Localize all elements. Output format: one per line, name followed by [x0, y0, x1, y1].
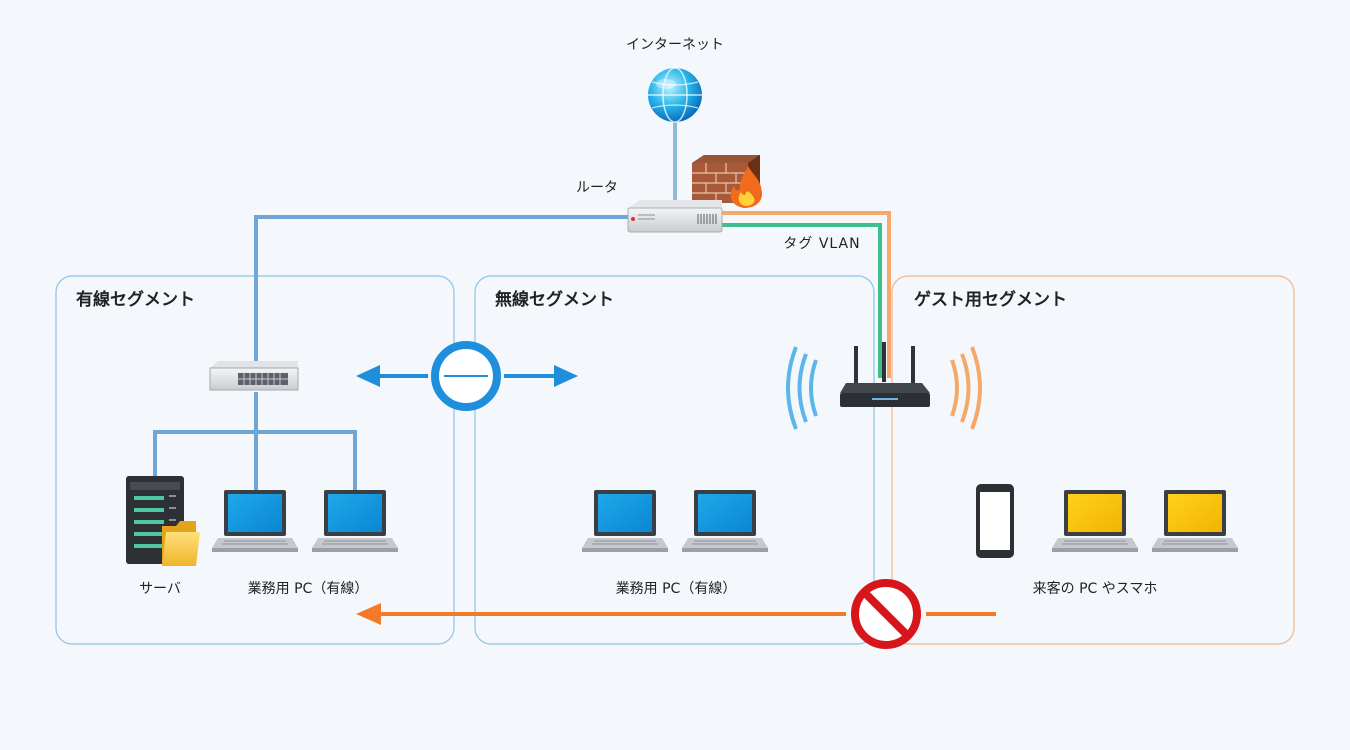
laptop-icon	[582, 490, 668, 552]
switch-tree-link	[153, 392, 357, 490]
tag-vlan-label: タグ VLAN	[783, 236, 860, 252]
wireless-ap-icon	[786, 342, 982, 430]
router-switch-link	[254, 215, 628, 362]
server-label: サーバ	[139, 581, 181, 597]
globe-icon	[648, 67, 702, 123]
blocked-arrow	[356, 603, 996, 625]
laptop-icon	[1152, 490, 1238, 552]
wired-segment-title: 有線セグメント	[76, 289, 195, 310]
smartphone-icon	[976, 484, 1014, 558]
laptop-icon	[1052, 490, 1138, 552]
wireless-segment-title: 無線セグメント	[495, 289, 614, 310]
laptop-icon	[312, 490, 398, 552]
laptop-icon	[212, 490, 298, 552]
prohibited-icon	[851, 579, 921, 649]
guest-segment-box	[891, 275, 1295, 645]
router-label: ルータ	[576, 180, 618, 196]
wired-pc-label: 業務用 PC（有線）	[248, 581, 369, 597]
internet-label: インターネット	[626, 37, 724, 53]
tag-vlan-link	[722, 223, 882, 378]
switch-icon	[209, 361, 299, 391]
router-icon	[627, 200, 723, 233]
wireless-pc-label: 業務用 PC（有線）	[616, 581, 737, 597]
firewall-icon	[692, 155, 762, 208]
guest-devices-label: 来客の PC やスマホ	[1033, 580, 1158, 597]
wireless-segment-box	[474, 275, 875, 645]
guest-segment-title: ゲスト用セグメント	[914, 289, 1067, 310]
guest-vlan-link	[722, 211, 891, 378]
connected-circle-icon	[356, 341, 578, 411]
folder-icon	[162, 521, 200, 566]
laptop-icon	[682, 490, 768, 552]
